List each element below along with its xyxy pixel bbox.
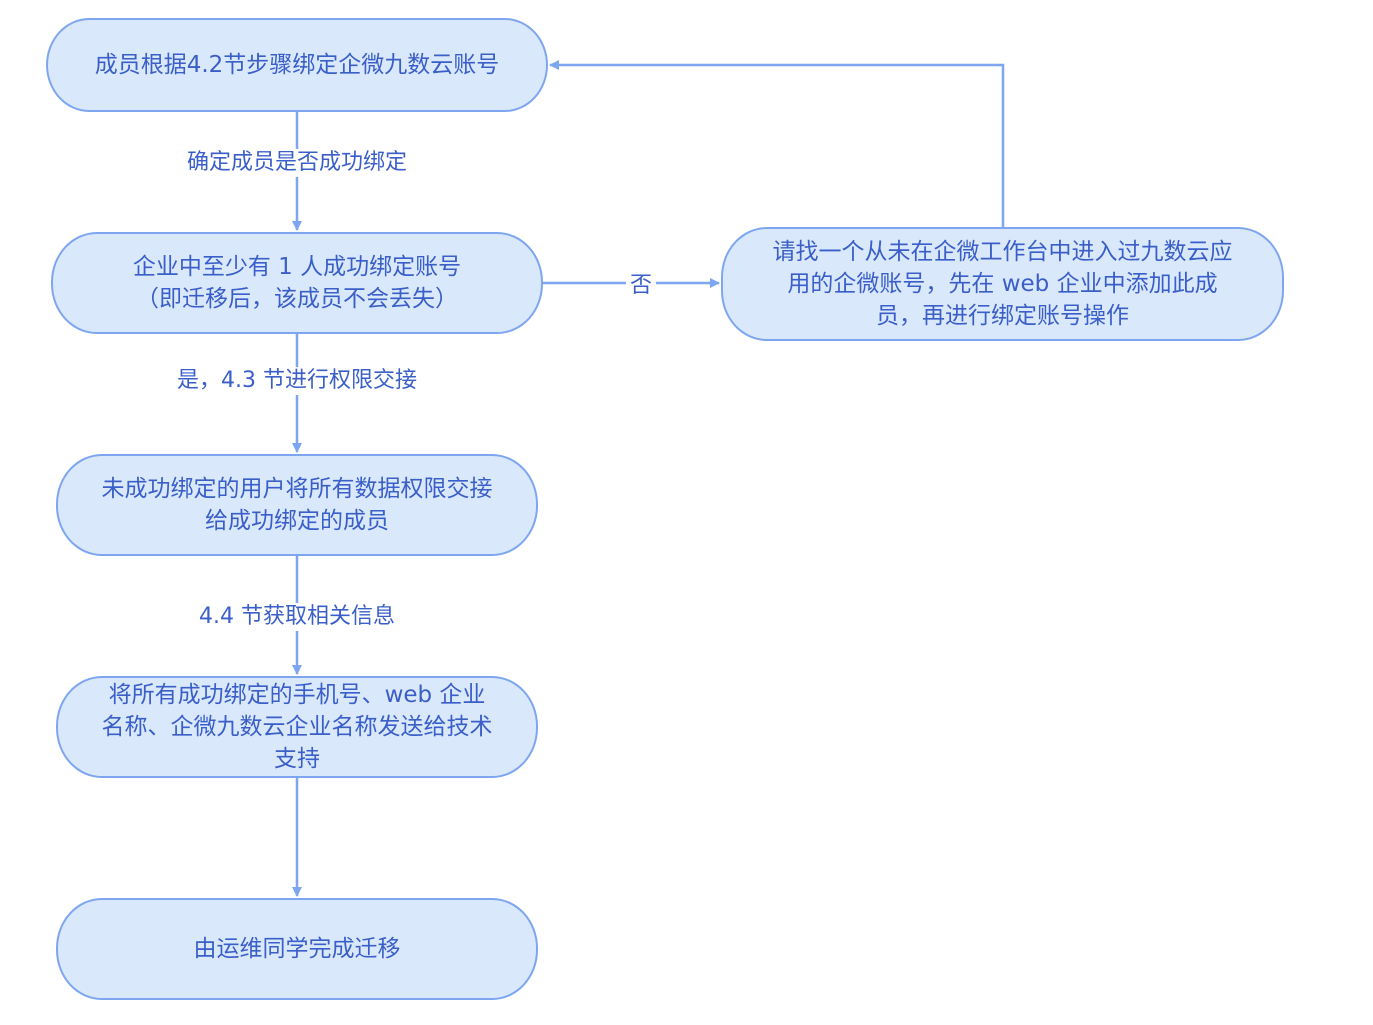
node-check-bound-member: 企业中至少有 1 人成功绑定账号 （即迁移后，该成员不会丢失） xyxy=(51,232,543,334)
edge-add-member-to-bind xyxy=(549,60,1005,227)
node-label: 请找一个从未在企微工作台中进入过九数云应 用的企微账号，先在 web 企业中添加… xyxy=(772,239,1233,329)
edge-label-yes-handover: 是，4.3 节进行权限交接 xyxy=(173,367,421,395)
node-label: 成员根据4.2节步骤绑定企微九数云账号 xyxy=(94,52,500,78)
node-label: 将所有成功绑定的手机号、web 企业 名称、企微九数云企业名称发送给技术 支持 xyxy=(101,682,493,772)
node-send-info-to-support: 将所有成功绑定的手机号、web 企业 名称、企微九数云企业名称发送给技术 支持 xyxy=(56,676,538,778)
node-label: 由运维同学完成迁移 xyxy=(193,936,401,962)
node-label: 未成功绑定的用户将所有数据权限交接 给成功绑定的成员 xyxy=(101,476,493,534)
edge-label-no: 否 xyxy=(625,272,657,300)
node-handover-permissions: 未成功绑定的用户将所有数据权限交接 给成功绑定的成员 xyxy=(56,454,538,556)
edge-label-confirm-bound: 确定成员是否成功绑定 xyxy=(182,149,412,177)
node-bind-account: 成员根据4.2节步骤绑定企微九数云账号 xyxy=(46,18,548,112)
node-add-member-then-bind: 请找一个从未在企微工作台中进入过九数云应 用的企微账号，先在 web 企业中添加… xyxy=(721,227,1284,341)
node-label: 企业中至少有 1 人成功绑定账号 （即迁移后，该成员不会丢失） xyxy=(132,254,462,312)
edge-label-get-info: 4.4 节获取相关信息 xyxy=(195,603,399,631)
node-ops-complete-migration: 由运维同学完成迁移 xyxy=(56,898,538,1000)
